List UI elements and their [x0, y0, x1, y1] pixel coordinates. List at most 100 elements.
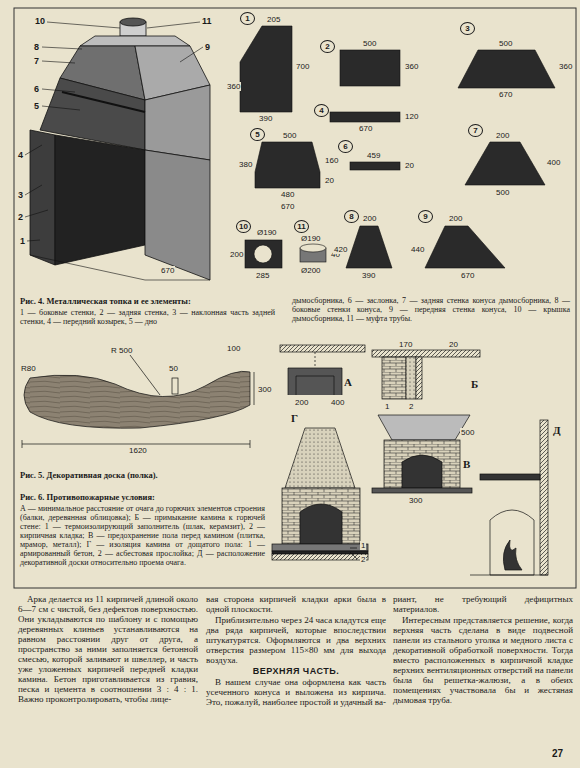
body-text: Приблизительно через 24 часа кладутся ещ…	[206, 615, 386, 665]
drawing-shape	[25, 210, 48, 217]
callout-number: 11	[202, 16, 212, 26]
dimension-label: 670	[498, 90, 513, 99]
figure-caption-text: дымосборника, 6 — заслонка, 7 — задняя с…	[292, 296, 570, 323]
dimension-label: 20	[448, 340, 459, 349]
callout-number: 4	[18, 150, 23, 160]
dimension-label: 2	[408, 402, 414, 411]
drawing-shape	[42, 61, 75, 63]
body-text: Интересным представляется решение, когда…	[393, 615, 573, 705]
detail-letter: В	[462, 458, 471, 470]
detail-letter: Д	[552, 424, 562, 436]
drawing-shape	[288, 368, 342, 395]
drawing-shape	[145, 280, 210, 281]
drawing-shape	[282, 488, 360, 544]
callout-number: 1	[20, 236, 25, 246]
detail-letter: Г	[290, 412, 299, 424]
part-number: 9	[418, 210, 433, 223]
stove-perspective	[30, 18, 210, 280]
drawing-shape	[180, 47, 203, 62]
dimension-label: 400	[330, 398, 345, 407]
dimension-label: 400	[546, 158, 561, 167]
dimension-label: 200	[362, 214, 377, 223]
dimension-label: 50	[168, 364, 179, 373]
part-number: 6	[338, 140, 353, 153]
callout-number: 6	[34, 84, 39, 94]
part-number: 5	[250, 128, 265, 141]
dimension-label: 200	[495, 131, 510, 140]
shelf-drawing	[22, 355, 254, 448]
dimension-label: 500	[498, 39, 513, 48]
part-number: 11	[294, 220, 309, 233]
callout-number: 8	[34, 42, 39, 52]
drawing-shape	[245, 240, 282, 268]
callout-number: 5	[34, 101, 39, 111]
body-text: риант, не требующий дефицитных материало…	[393, 594, 573, 614]
dimension-label: 670	[280, 202, 295, 211]
drawing-shape	[42, 106, 80, 110]
drawing-shape	[240, 26, 292, 112]
callout-number: 10	[35, 16, 45, 26]
drawing-shape	[62, 92, 145, 112]
drawing-shape	[30, 255, 145, 280]
figure-caption-text: А — минимальное расстояние от очага до г…	[20, 504, 265, 567]
part-number: 3	[460, 22, 475, 35]
dimension-label: 20	[324, 176, 335, 185]
dimension-label: 285	[255, 271, 270, 280]
leader-lines	[25, 22, 203, 241]
figure-caption-title: Рис. 5. Декоративная доска (полка).	[20, 470, 265, 480]
drawing-shape	[47, 22, 120, 28]
drawing-shape	[300, 504, 342, 544]
dimension-label: 200	[294, 398, 309, 407]
dimension-label: Ø190	[300, 234, 322, 243]
part-number: 7	[468, 124, 483, 137]
dimension-label: 360	[558, 62, 573, 71]
dimension-label: 500	[282, 131, 297, 140]
drawing-shape	[382, 357, 406, 399]
drawing-shape	[406, 357, 416, 399]
figure-caption-title: Рис. 6. Противопожарные условия:	[20, 492, 265, 502]
drawing-shape	[402, 455, 442, 488]
callout-number: 7	[34, 56, 39, 66]
callout-number: 9	[205, 42, 210, 52]
part-number: 2	[320, 40, 335, 53]
dimension-label: Ø200	[300, 266, 322, 275]
drawing-shape	[300, 244, 326, 252]
dimension-label: 380	[238, 160, 253, 169]
drawing-shape	[25, 145, 42, 155]
dimension-label: R 500	[110, 346, 133, 355]
section-heading: ВЕРХНЯЯ ЧАСТЬ.	[206, 666, 386, 676]
part-number: 8	[344, 210, 359, 223]
figure-caption-title: Рис. 4. Металлическая топка и ее элемент…	[20, 296, 275, 306]
drawing-shape	[465, 142, 545, 185]
drawing-shape	[30, 130, 55, 265]
drawing-shape	[42, 89, 75, 92]
dimension-label: 670	[460, 271, 475, 280]
drawing-shape	[285, 428, 355, 488]
drawing-shape	[372, 488, 472, 493]
drawing-shape	[130, 355, 160, 395]
drawing-shape	[503, 540, 522, 570]
dimension-label: 700	[295, 62, 310, 71]
drawing-shape	[80, 36, 190, 46]
drawing-shape	[22, 372, 254, 448]
drawing-shape	[540, 420, 548, 575]
drawing-shape	[42, 47, 82, 49]
part-number: 10	[236, 220, 251, 233]
callout-number: 2	[18, 212, 23, 222]
drawing-shape	[378, 415, 470, 440]
dimension-label: 120	[404, 112, 419, 121]
detail-letter: А	[343, 376, 353, 388]
dimension-label: 360	[226, 82, 241, 91]
drawing-shape	[425, 226, 505, 268]
part-number: 1	[240, 12, 255, 25]
dimension-label: 500	[362, 39, 377, 48]
fire-safety-details	[272, 345, 548, 575]
drawing-shape	[172, 378, 178, 394]
drawing-shape	[145, 85, 210, 160]
drawing-shape	[272, 544, 368, 551]
drawing-shape	[145, 150, 210, 280]
drawing-shape	[147, 22, 200, 28]
dimension-label: R80	[20, 364, 37, 373]
drawing-shape	[25, 185, 42, 195]
dimension-label: 100	[226, 344, 241, 353]
